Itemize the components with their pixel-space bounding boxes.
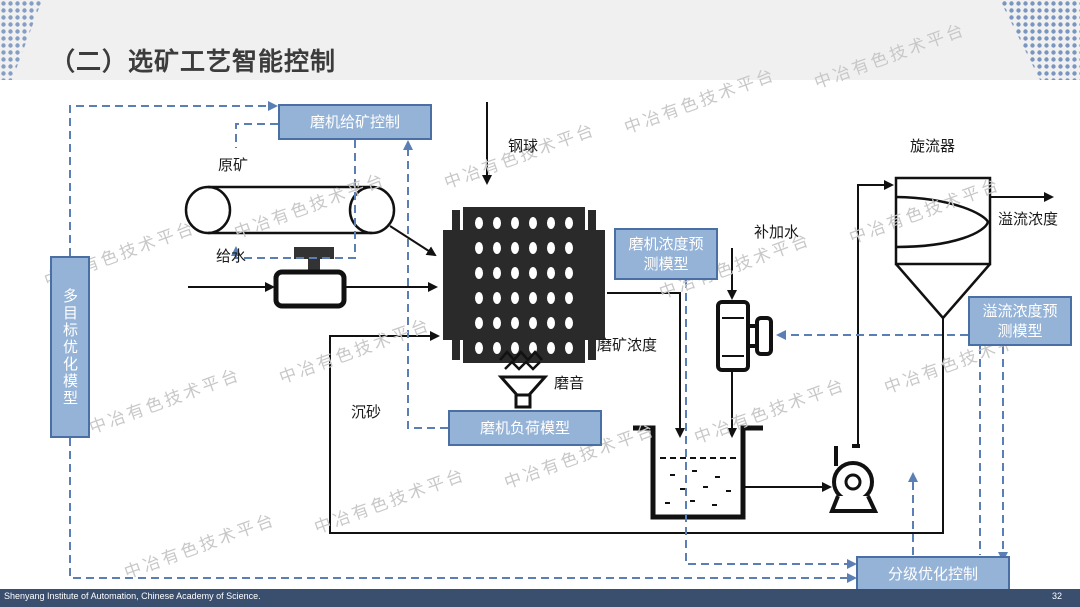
steel-balls-label: 钢球 — [508, 137, 539, 155]
grinding-density-label: 磨矿浓度 — [597, 336, 658, 354]
control-signal-lines — [69, 101, 1008, 583]
page-title: （二）选矿工艺智能控制 — [50, 47, 337, 76]
multi-objective-model-box[interactable]: 多目标优化模型 — [50, 256, 90, 438]
slide-footer: Shenyang Institute of Automation, Chines… — [0, 589, 1080, 607]
feed-water-valve — [273, 247, 347, 309]
header-dots-left — [0, 0, 42, 80]
footer-institution: Shenyang Institute of Automation, Chines… — [4, 591, 261, 601]
makeup-water-label: 补加水 — [754, 223, 800, 241]
slurry-pump — [829, 444, 879, 513]
sand-return-label: 沉砂 — [351, 403, 382, 421]
header-decoration — [0, 0, 1080, 80]
mill-load-model-box[interactable]: 磨机负荷模型 — [448, 410, 602, 446]
feed-water-label: 给水 — [216, 247, 247, 265]
makeup-water-pump — [716, 300, 773, 372]
overflow-density-label: 溢流浓度 — [998, 210, 1059, 228]
conveyor-belt — [184, 185, 396, 235]
classification-control-box[interactable]: 分级优化控制 — [856, 556, 1010, 592]
sound-sensor — [497, 350, 549, 409]
process-diagram — [69, 101, 1054, 583]
slide-header: （二）选矿工艺智能控制 — [0, 0, 1080, 80]
mill-density-model-box[interactable]: 磨机浓度预测模型 — [614, 228, 718, 280]
header-dots-right — [1000, 0, 1080, 80]
process-flows — [188, 102, 1054, 534]
ball-mill — [443, 207, 605, 363]
cyclone-label: 旋流器 — [910, 137, 956, 155]
grinding-sound-label: 磨音 — [554, 374, 585, 392]
overflow-density-model-box[interactable]: 溢流浓度预测模型 — [968, 296, 1072, 346]
slurry-tank — [633, 425, 763, 520]
raw-ore-label: 原矿 — [218, 156, 249, 174]
mill-feed-control-box[interactable]: 磨机给矿控制 — [278, 104, 432, 140]
page-number: 32 — [1051, 591, 1062, 601]
